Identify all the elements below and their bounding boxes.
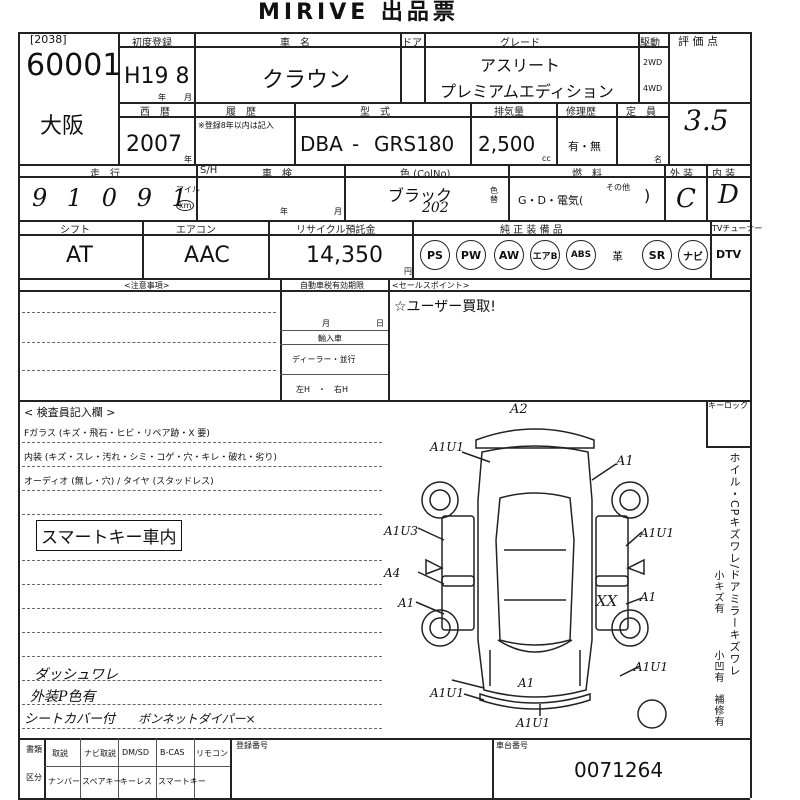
ac-value: AAC (184, 243, 230, 268)
chassis-label: 車台番号 (496, 741, 528, 750)
model-code: GRS180 (374, 132, 455, 156)
recycle-value: 14,350 (306, 243, 383, 268)
inspector-label: < 検査員記入欄 > (24, 406, 116, 419)
wheel-mirror-note: ホイル・CPキズワレ/ドアミラーキズワレ (728, 452, 741, 678)
exterior-grade: C (676, 184, 696, 214)
hand-note-bonnet: ボンネットダイパー× (138, 712, 256, 726)
mark-rear-right: A1 (616, 454, 634, 469)
fuel-value: G・D・電気( (518, 194, 584, 207)
import-label: 輸入車 (318, 334, 342, 343)
tax-expiry-label: 自動車税有効期限 (300, 281, 364, 290)
repair-value: 有・無 (568, 140, 601, 153)
ac-header: エアコン (176, 225, 216, 236)
mileage-value: 9 1 0 9 1 (32, 184, 193, 212)
interior-grade: D (718, 180, 739, 210)
mark-hood: A1 (518, 676, 535, 690)
damage-xx: XX (595, 592, 619, 610)
equipment-abs: ABS (566, 240, 596, 270)
mark-right-fender: A1 (640, 590, 657, 604)
equipment-leather: 革 (612, 250, 623, 263)
history-header: 履 歴 (226, 107, 256, 118)
audio-line: オーディオ (無し・穴) / タイヤ (スタッドレス) (24, 477, 214, 487)
mileage-header: 走 行 (90, 169, 120, 180)
mark-rear: A2 (510, 402, 528, 417)
drive-4wd: 4WD (643, 84, 663, 93)
car-damage-diagram: XX (415, 428, 667, 729)
equipment-sr: SR (642, 240, 672, 270)
glass-line: Fガラス (キズ・飛石・ヒビ・リペア跡・X 要) (24, 429, 210, 439)
capacity-header: 定 員 (626, 107, 656, 118)
lot-number: 60001 (26, 48, 122, 83)
color-number: 202 (422, 200, 449, 216)
reg-number-label: 登録番号 (236, 741, 268, 750)
mark-front-bumper: A1U1 (516, 716, 551, 730)
equipment-ps: PS (420, 240, 450, 270)
equipment-header: 純 正 装 備 品 (500, 225, 563, 236)
shift-value: AT (66, 243, 93, 268)
door-header: ドア (402, 38, 422, 49)
car-name-header: 車 名 (280, 38, 310, 49)
handle-label: 左H ・ 右H (296, 385, 349, 394)
caution-label: <注意事項> (124, 281, 170, 290)
hand-note-seatcover: シートカバー付 (24, 712, 116, 727)
reg-date-value: H19 8 (124, 64, 190, 89)
year-header: 西 暦 (140, 107, 170, 118)
dealer-label: ディーラー・並行 (292, 355, 356, 364)
equipment-navi: ナビ (678, 240, 708, 270)
exterior-header: 外 装 (670, 169, 694, 180)
equipment-aw: AW (494, 240, 524, 270)
year-value: 2007 (126, 132, 182, 157)
reg-date-header: 初度登録 (132, 38, 172, 49)
recycle-header: リサイクル預託金 (296, 225, 376, 236)
model-header: 型 式 (360, 107, 390, 118)
inspection-header: 車 検 (262, 169, 292, 180)
grade-line2: プレミアムエディション (440, 82, 614, 101)
sales-point: ☆ユーザー買取! (394, 299, 496, 315)
grade-line1: アスリート (480, 56, 561, 75)
equipment-airbag: エアB (530, 240, 560, 270)
corner-code: [2038] (30, 33, 67, 46)
drive-header: 駆動 (640, 38, 660, 49)
displacement-value: 2,500 (478, 132, 536, 156)
color-value: ブラック (388, 186, 453, 205)
repair-header: 修理歴 (566, 107, 596, 118)
car-name-value: クラウン (262, 68, 351, 93)
displacement-header: 排気量 (494, 107, 524, 118)
tv-tuner-value: DTV (716, 248, 742, 261)
boxed-note: スマートキー車内 (36, 520, 182, 551)
shift-header: シフト (60, 225, 90, 236)
chassis-number: 0071264 (574, 758, 664, 782)
grade-header: グレード (500, 38, 540, 49)
color-header: 色 (ColNo) (400, 169, 451, 180)
score-header: 評 価 点 (678, 35, 718, 48)
fuel-header: 燃 料 (572, 169, 602, 180)
interior-line: 内装 (キズ・スレ・汚れ・シミ・コゲ・穴・キレ・破れ・劣り) (24, 453, 277, 463)
equipment-pw: PW (456, 240, 486, 270)
drive-2wd: 2WD (643, 58, 663, 67)
score-value: 3.5 (684, 104, 729, 137)
hand-note-dash: ダッシュワレ (34, 667, 118, 683)
mark-rear-left: A1U1 (430, 440, 465, 454)
mark-right-front: A1U1 (634, 660, 669, 674)
mark-left-rear-door: A1U3 (384, 524, 419, 538)
keylock-label: キーロック (708, 401, 748, 410)
mark-front-left: A1U1 (430, 686, 465, 700)
hand-note-paint: 外装P色有 (30, 689, 96, 705)
mark-right-rear-door: A1U1 (640, 526, 675, 540)
mark-left-front-door: A4 (384, 566, 401, 580)
venue: 大阪 (40, 114, 85, 139)
interior-header: 内 装 (712, 169, 736, 180)
sales-label: <セールスポイント> (392, 281, 470, 290)
model-prefix: DBA (300, 132, 343, 156)
mark-left-fender: A1 (398, 596, 415, 610)
sheet-title: MIRIVE 出品票 (258, 0, 459, 25)
